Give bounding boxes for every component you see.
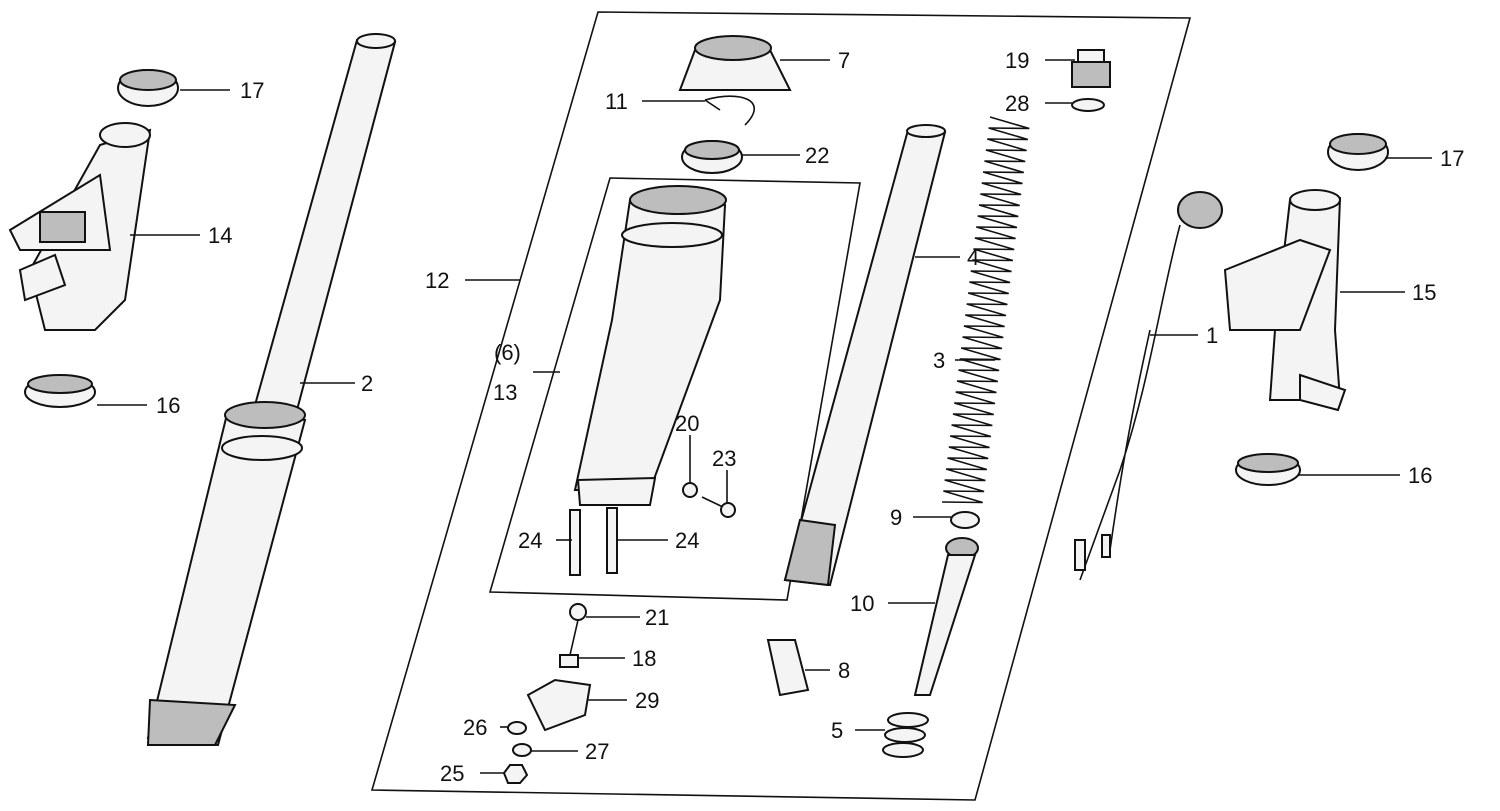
label-24-b: 24 xyxy=(675,528,699,553)
label-11: 11 xyxy=(605,89,628,114)
part-11-clip xyxy=(704,95,755,126)
part-18-bolt xyxy=(559,619,579,668)
part-8-oil-lock-piece xyxy=(766,639,810,697)
label-14: 14 xyxy=(208,223,232,248)
label-25: 25 xyxy=(440,761,464,786)
part-16-right xyxy=(1235,453,1301,486)
label-16-right: 16 xyxy=(1408,463,1432,488)
part-29-axle-holder xyxy=(526,678,592,732)
part-23-bolt xyxy=(701,496,736,518)
part-4-fork-pipe xyxy=(783,124,947,587)
part-13-fork-slider xyxy=(573,185,727,506)
part-17-left xyxy=(117,69,179,107)
part-3-fork-spring xyxy=(941,116,1030,504)
label-22: 22 xyxy=(805,143,829,168)
part-1-switch xyxy=(1074,191,1223,581)
label-19: 19 xyxy=(1005,48,1029,73)
part-20-washer xyxy=(682,482,698,498)
part-27-washer xyxy=(512,743,532,757)
label-17-right: 17 xyxy=(1440,146,1464,171)
part-25-nut xyxy=(502,764,529,784)
label-3: 3 xyxy=(933,348,945,373)
part-7-dust-seal xyxy=(678,35,792,91)
label-9: 9 xyxy=(890,505,902,530)
part-9-piston-ring xyxy=(950,511,980,529)
label-23: 23 xyxy=(712,446,736,471)
label-1: 1 xyxy=(1206,323,1218,348)
part-10-damper-rod xyxy=(913,537,979,696)
part-15-bracket xyxy=(1223,189,1347,412)
part-22-oil-seal xyxy=(681,140,743,174)
label-7: 7 xyxy=(838,48,850,73)
part-21-washer xyxy=(569,603,587,621)
part-14-bracket xyxy=(8,122,152,331)
label-8: 8 xyxy=(838,658,850,683)
assembly-frame xyxy=(370,11,1192,801)
part-24-pin-a xyxy=(569,509,581,576)
label-20: 20 xyxy=(675,411,699,436)
label-24-a: 24 xyxy=(518,528,542,553)
label-2: 2 xyxy=(361,371,373,396)
part-28-o-ring xyxy=(1071,98,1105,112)
label-26: 26 xyxy=(463,715,487,740)
label-13: 13 xyxy=(493,380,517,405)
label-4: 4 xyxy=(967,245,979,270)
part-2-fork-assembly xyxy=(146,33,397,747)
sub-assembly-frame xyxy=(488,177,861,601)
part-26-washer xyxy=(507,721,527,735)
part-5-rebound-spring xyxy=(882,712,929,758)
label-29: 29 xyxy=(635,688,659,713)
label-10: 10 xyxy=(850,591,874,616)
part-24-pin-b xyxy=(606,507,618,574)
leader-lines xyxy=(97,59,1432,774)
label-16-left: 16 xyxy=(156,393,180,418)
label-18: 18 xyxy=(632,646,656,671)
label-27: 27 xyxy=(585,739,609,764)
label-12: 12 xyxy=(425,268,449,293)
label-5: 5 xyxy=(831,718,843,743)
label-28: 28 xyxy=(1005,91,1029,116)
part-19-fork-bolt xyxy=(1071,49,1111,88)
part-17-right xyxy=(1327,133,1389,171)
label-21: 21 xyxy=(645,605,669,630)
part-16-left xyxy=(24,374,96,408)
label-15: 15 xyxy=(1412,280,1436,305)
label-6: (6) xyxy=(494,340,521,365)
label-17-left: 17 xyxy=(240,78,264,103)
